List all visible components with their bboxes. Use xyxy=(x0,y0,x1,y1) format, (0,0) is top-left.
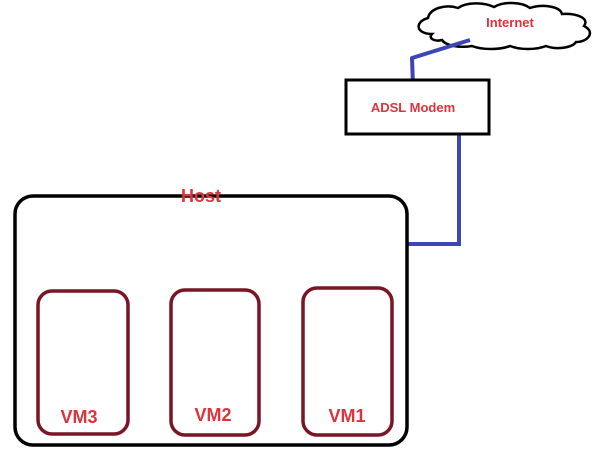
vm-box xyxy=(169,288,261,437)
host-label: Host xyxy=(181,186,221,206)
internet-label: Internet xyxy=(486,15,534,30)
vm2: VM2 xyxy=(169,288,261,437)
adsl-modem: ADSL Modem xyxy=(344,78,491,136)
internet-modem-link xyxy=(410,38,471,87)
modem-label: ADSL Modem xyxy=(371,100,455,115)
vm-box xyxy=(301,286,394,437)
vm-label: VM1 xyxy=(328,406,365,426)
cloud-shape xyxy=(417,1,592,51)
modem-box xyxy=(344,78,491,136)
vm-label: VM2 xyxy=(194,405,231,425)
internet-cloud: Internet xyxy=(417,1,592,51)
vm1: VM1 xyxy=(301,286,394,437)
vm-box xyxy=(36,289,130,436)
modem-host-link xyxy=(396,130,461,246)
vm3: VM3 xyxy=(36,289,130,436)
vm-label: VM3 xyxy=(60,407,97,427)
